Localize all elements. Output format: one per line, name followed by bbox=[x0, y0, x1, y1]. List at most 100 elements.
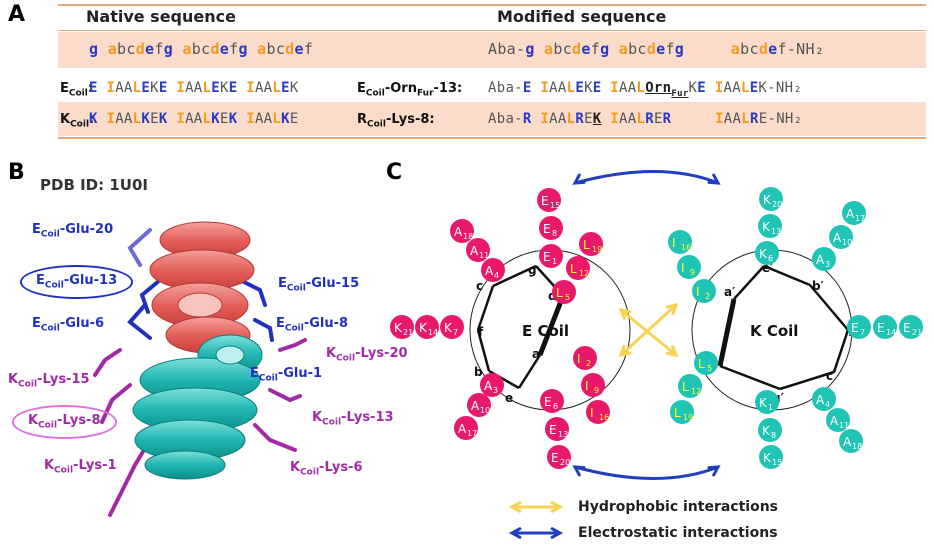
ecoil-residue-index: 15 bbox=[550, 201, 560, 210]
sequence-segment: AA bbox=[185, 111, 203, 127]
ecoil-residue-index: 10 bbox=[480, 406, 490, 415]
sequence-segment: I bbox=[715, 111, 724, 127]
ecoil-residue: K bbox=[394, 321, 403, 335]
ecoil-residue: K bbox=[419, 321, 428, 335]
sequence-segment bbox=[684, 40, 731, 58]
residue-label: KCoil-Lys-1 bbox=[44, 458, 117, 476]
sequence-subscript: Fur bbox=[671, 88, 689, 99]
kcoil-residue: K bbox=[762, 424, 771, 438]
kcoil-circle bbox=[758, 214, 782, 238]
ecoil-residue-index: 18 bbox=[463, 232, 473, 241]
kcoil-residue: A bbox=[816, 253, 825, 267]
sequence-segment: AA bbox=[619, 80, 637, 96]
kcoil-residue-index: 4 bbox=[825, 400, 830, 409]
sequence-segment: E bbox=[653, 111, 663, 127]
kcoil-circle bbox=[759, 187, 783, 211]
kcoil-residue: L bbox=[698, 357, 705, 371]
ecoil-circle bbox=[415, 315, 439, 339]
residue-subscript: Coil bbox=[38, 420, 58, 431]
sequence-segment: I bbox=[246, 80, 255, 96]
ecoil-native-sequence: E IAALEKE IAALEKE IAALEK bbox=[89, 80, 299, 96]
kcoil-residue: A bbox=[846, 207, 855, 221]
label-tail-2: -13: bbox=[433, 81, 463, 96]
sequence-segment: d bbox=[210, 40, 220, 58]
sequence-segment: AA bbox=[254, 111, 273, 127]
ecoil-residue: E bbox=[543, 250, 551, 264]
kcoil-residue: K bbox=[763, 451, 772, 465]
ecoil-residue: L bbox=[570, 262, 577, 276]
residue-subscript: Coil bbox=[258, 373, 278, 384]
sequence-segment: a bbox=[730, 40, 741, 58]
sequence-segment: bc bbox=[628, 40, 647, 58]
sequence-segment: E bbox=[749, 80, 759, 96]
kcoil-wheel-edge bbox=[809, 284, 849, 331]
ecoil-circle bbox=[573, 346, 597, 370]
ecoil-helix bbox=[149, 221, 255, 354]
sequence-segment: E bbox=[228, 80, 238, 96]
ecoil-circle bbox=[481, 258, 505, 282]
kcoil-helix bbox=[132, 334, 263, 480]
kcoil-circle bbox=[758, 418, 782, 442]
sequence-segment bbox=[602, 111, 611, 127]
sequence-segment: g bbox=[238, 40, 248, 58]
sequence-segment: L bbox=[132, 111, 142, 127]
table-top-rule bbox=[58, 4, 926, 6]
sequence-segment: E bbox=[575, 80, 585, 96]
kcoil-residue: L bbox=[674, 406, 681, 420]
kcoil-residue-index: 8 bbox=[771, 431, 776, 440]
sequence-segment bbox=[609, 40, 618, 58]
residue-subscript: Coil bbox=[284, 323, 304, 334]
ecoil-circle bbox=[539, 244, 563, 268]
kcoil-circle bbox=[755, 241, 779, 265]
kcoil-residue-index: 9 bbox=[690, 268, 695, 277]
ecoil-residue: E bbox=[544, 395, 552, 409]
kcoil-label: KCoil: bbox=[60, 112, 94, 130]
panel-label-c: C bbox=[386, 160, 403, 185]
sequence-segment: I bbox=[540, 80, 550, 96]
residue-main: K bbox=[28, 413, 39, 428]
sequence-segment: Aba- bbox=[488, 40, 526, 58]
sequence-segment: g bbox=[674, 40, 685, 58]
label-main: K bbox=[60, 112, 71, 127]
sequence-segment: K bbox=[584, 80, 593, 96]
kcoil-wheel-edge bbox=[832, 329, 850, 373]
label-subscript: Coil bbox=[70, 119, 90, 130]
hydrophobic-arrow bbox=[620, 308, 677, 357]
label-subscript: Coil bbox=[68, 88, 88, 99]
sequence-segment: Aba- bbox=[488, 80, 523, 96]
modified-header: Modified sequence bbox=[497, 7, 667, 26]
kcoil-residue-index: 19 bbox=[683, 413, 693, 422]
ecoil-heptad-position: f bbox=[478, 325, 484, 339]
sequence-segment: E bbox=[289, 111, 299, 127]
ecoil-circle bbox=[552, 280, 576, 304]
sequence-segment bbox=[671, 111, 715, 127]
sequence-segment: E bbox=[220, 111, 229, 127]
sequence-segment: K bbox=[141, 111, 151, 127]
kcoil-circle bbox=[670, 400, 694, 424]
sequence-segment: I bbox=[106, 80, 116, 96]
sequence-segment: E bbox=[211, 80, 221, 96]
sequence-segment: E bbox=[150, 111, 159, 127]
sequence-segment: d bbox=[285, 40, 295, 58]
kcoil-heptad-position: c′ bbox=[826, 369, 836, 383]
sequence-segment: K bbox=[150, 80, 159, 96]
residue-subscript: Coil bbox=[40, 229, 60, 240]
residue-main: K bbox=[8, 372, 19, 387]
label-main: E bbox=[357, 81, 366, 96]
kcoil-residue: A bbox=[816, 393, 825, 407]
ecoil-residue-index: 2 bbox=[586, 359, 591, 368]
sequence-segment: K bbox=[688, 80, 698, 96]
kcoil-residue: K bbox=[759, 396, 768, 410]
ecoil-heptad-position: a bbox=[532, 347, 540, 361]
ecoil-residue-index: 9 bbox=[594, 386, 599, 395]
ecoil-residue: E bbox=[551, 451, 559, 465]
sequence-segment: AA bbox=[549, 111, 567, 127]
electrostatic-arrowhead bbox=[707, 173, 721, 185]
hydrophobic-arrow bbox=[619, 303, 678, 357]
kcoil-residue: E bbox=[903, 321, 911, 335]
ecoil-residue: A bbox=[470, 244, 479, 258]
sequence-segment: K bbox=[281, 111, 290, 127]
kcoil-circle bbox=[755, 390, 779, 414]
ecoil-residue: A bbox=[471, 399, 480, 413]
heptad-band bbox=[58, 32, 926, 68]
